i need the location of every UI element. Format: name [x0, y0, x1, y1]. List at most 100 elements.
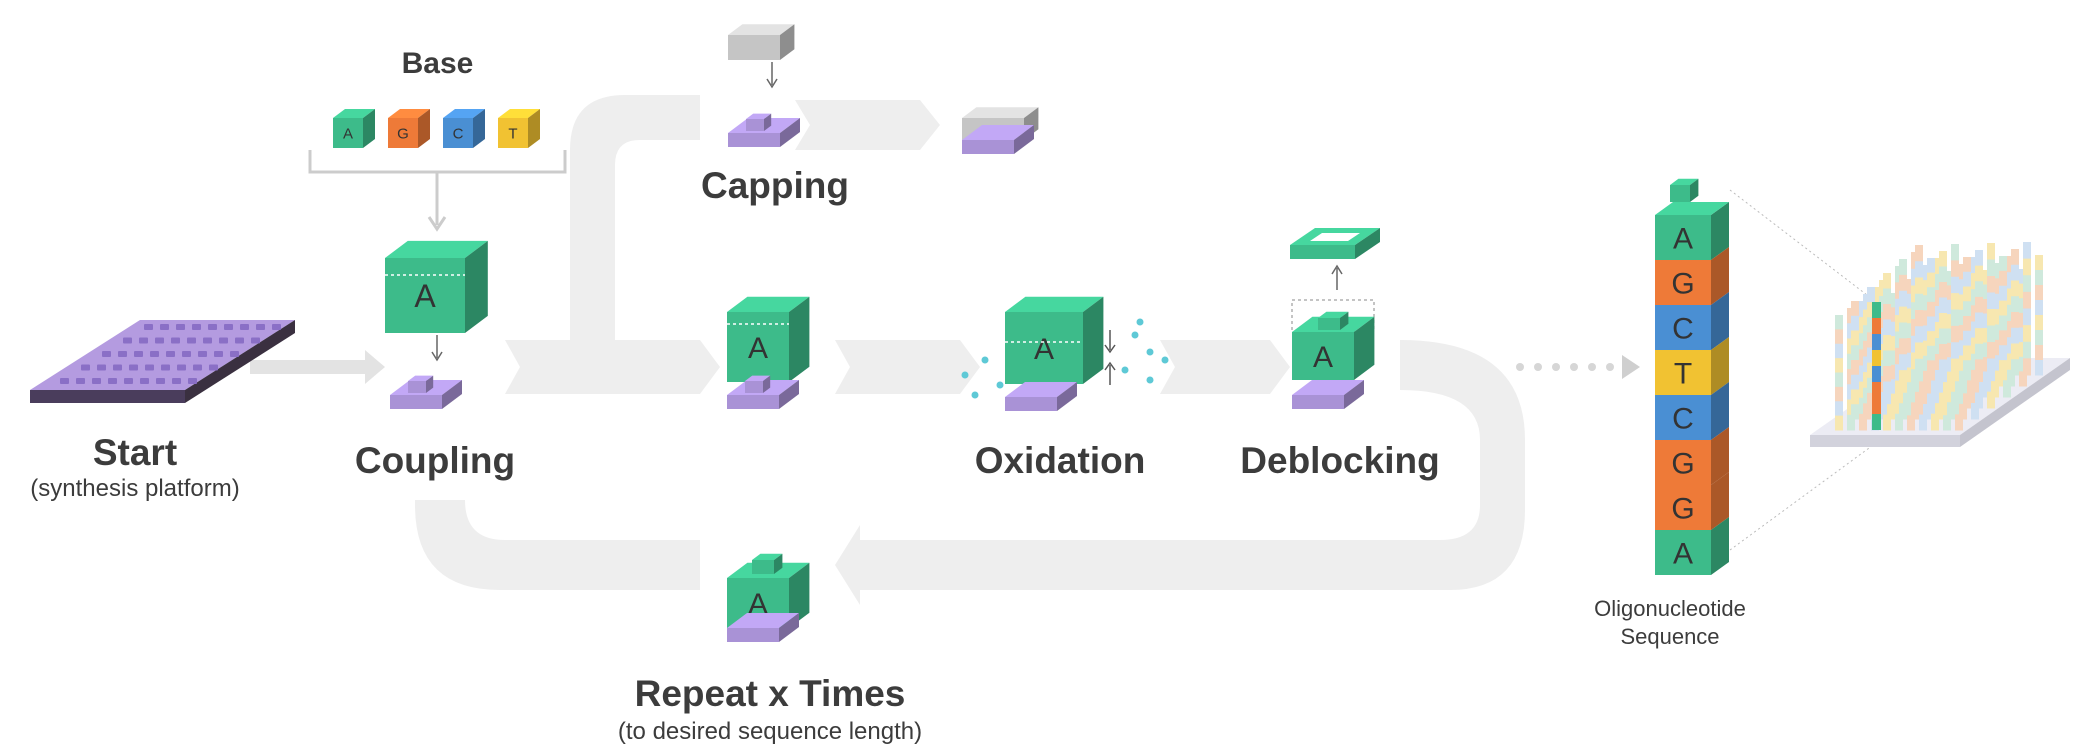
- array-strand-segment: [1999, 345, 2007, 361]
- mid-cube-letter: A: [748, 332, 768, 365]
- platform-bump: [256, 324, 265, 330]
- array-strand-segment: [1899, 403, 1907, 420]
- array-strand-segment: [1883, 273, 1891, 289]
- platform-bump: [102, 351, 111, 357]
- platform-bumps: [60, 324, 281, 384]
- array-strand-segment: [1967, 380, 1975, 398]
- array-strand-segment: [2035, 315, 2043, 331]
- array-strand-segment: [1951, 276, 1959, 294]
- array-highlight-segment: [1872, 366, 1881, 382]
- oxidant-dot: [981, 356, 989, 364]
- platform-bump: [60, 378, 69, 384]
- array-strand-segment: [1835, 401, 1843, 417]
- array-strand-segment: [1899, 290, 1907, 308]
- array-strand-segment: [1883, 381, 1891, 398]
- platform-bump: [124, 378, 133, 384]
- array-highlight-segment: [1872, 334, 1881, 350]
- oligo-cell: A: [1655, 517, 1729, 575]
- platform-bump: [188, 378, 197, 384]
- array-strand-segment: [1895, 380, 1903, 398]
- array-strand-segment: [1927, 393, 1935, 409]
- array-strand-segment: [1911, 402, 1919, 420]
- array-strand-segment: [1919, 381, 1927, 398]
- array-strand-segment: [1851, 389, 1859, 405]
- array-strand-segment: [1895, 413, 1903, 431]
- array-strand-segment: [2011, 249, 2019, 266]
- array-strand-segment: [1883, 288, 1891, 305]
- array-strand-segment: [1963, 345, 1971, 361]
- mid-pad: [727, 375, 799, 409]
- array-strand-segment: [1923, 370, 1931, 387]
- array-strand-segment: [1899, 306, 1907, 323]
- array-strand-segment: [1951, 293, 1959, 310]
- array-strand-segment: [1851, 374, 1859, 390]
- array-strand-segment: [1927, 258, 1935, 274]
- array-strand-segment: [1851, 360, 1859, 376]
- array-strand-segment: [1999, 330, 2007, 346]
- array-strand-segment: [1943, 415, 1951, 431]
- leader-line-top: [1729, 189, 1881, 306]
- platform-bump: [208, 324, 217, 330]
- array-strand-segment: [1863, 403, 1871, 420]
- array-strand-segment: [1955, 381, 1963, 398]
- array-strand-segment: [2011, 327, 2019, 344]
- array-strand-segment: [1867, 287, 1875, 303]
- capped-result-pad: [962, 125, 1034, 154]
- platform-bump: [113, 364, 122, 371]
- platform-bump: [76, 378, 85, 384]
- array-strand-segment: [1867, 317, 1875, 333]
- platform-bump: [129, 364, 138, 371]
- oligo-cell-letter: C: [1672, 403, 1694, 436]
- array-strand-segment: [1927, 287, 1935, 303]
- array-highlight-segment: [1872, 398, 1881, 414]
- array-strand-segment: [1991, 381, 1999, 398]
- array-strand-segment: [1987, 276, 1995, 293]
- oligo-cell-letter: G: [1671, 448, 1694, 481]
- base-cube-t-letter: T: [508, 125, 517, 142]
- array-strand-segment: [1935, 403, 1943, 420]
- array-strand-segment: [2035, 330, 2043, 346]
- mid-cube: A: [727, 296, 810, 382]
- oligo-cell: A: [1655, 202, 1729, 260]
- oligo-cell: G: [1655, 472, 1729, 530]
- platform-bump: [240, 324, 249, 330]
- coupling-label: Coupling: [354, 440, 516, 481]
- array-strand-segment: [1915, 261, 1923, 278]
- array-strand-segment: [1883, 319, 1891, 336]
- array-strand-segment: [1867, 377, 1875, 394]
- array-strand-segment: [1927, 272, 1935, 288]
- platform-bump: [108, 378, 117, 384]
- platform-bump: [134, 351, 143, 357]
- repeat-block: A: [727, 553, 810, 642]
- array-strand-segment: [1927, 301, 1935, 317]
- array-strand-segment: [1835, 415, 1843, 431]
- array-strand-segment: [2003, 380, 2011, 398]
- deblock-ring: [1290, 228, 1380, 259]
- array-highlight-segment: [1872, 414, 1881, 430]
- array-strand-segment: [1939, 392, 1947, 409]
- platform-bump: [172, 378, 181, 384]
- array-strand-segment: [1939, 297, 1947, 314]
- array-strand-segment: [1963, 271, 1971, 287]
- deblock-knob: [1318, 311, 1349, 330]
- array-strand-segment: [1963, 257, 1971, 273]
- oxidant-dot: [1146, 348, 1154, 356]
- oxidant-dot: [996, 381, 1004, 389]
- array-strand-segment: [1859, 413, 1867, 431]
- platform-bump: [272, 324, 281, 330]
- array-strand-segment: [1963, 286, 1971, 302]
- oligo-cell-letter: A: [1673, 538, 1693, 571]
- flow-paths: [250, 95, 1525, 605]
- array-strand-segment: [1987, 391, 1995, 409]
- repeat-arrow-head: [835, 525, 860, 605]
- mid-pad-knob: [745, 375, 771, 393]
- base-cube-c-letter: C: [453, 125, 464, 142]
- platform-bump: [160, 324, 169, 330]
- array-strand-segment: [2023, 325, 2031, 343]
- oxidation-pad: [1005, 382, 1077, 411]
- array-highlight-segment: [1872, 382, 1881, 398]
- coupling-pad: [390, 375, 462, 409]
- array-strand-segment: [1935, 370, 1943, 387]
- array-strand-segment: [1939, 282, 1947, 298]
